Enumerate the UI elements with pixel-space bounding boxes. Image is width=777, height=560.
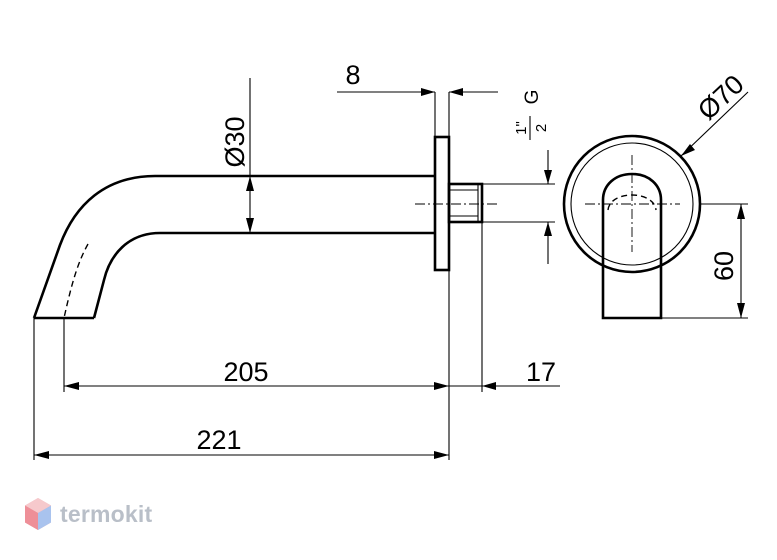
dim-flange-diameter: Ø70 xyxy=(680,69,750,157)
spout-height-label: 60 xyxy=(709,251,739,281)
dim-thread-size: 1" 2 G xyxy=(482,90,555,264)
spout-bend-hidden-line xyxy=(63,243,89,319)
flange-plate xyxy=(433,135,451,272)
watermark-text: termokit xyxy=(60,500,153,527)
dim-total-length: 221 xyxy=(33,318,450,460)
dim-flange-thickness: 8 xyxy=(337,60,498,137)
flange-diameter-label: Ø70 xyxy=(692,69,750,126)
flange-inner-circle xyxy=(570,142,694,266)
thread-fraction-denominator: 2 xyxy=(533,124,550,132)
thread-connector xyxy=(447,182,484,224)
watermark-logo: termokit xyxy=(24,497,152,531)
cube-logo-icon xyxy=(25,498,51,530)
spout-outer-edge xyxy=(32,174,435,319)
thread-length-label: 17 xyxy=(526,357,556,387)
thread-type-label: G xyxy=(522,90,543,105)
spout-front-view xyxy=(562,134,702,320)
spout-side-view xyxy=(32,135,500,320)
thread-fraction-numerator: 1" xyxy=(513,121,530,135)
total-length-label: 221 xyxy=(196,425,241,455)
dim-spout-height: 60 xyxy=(661,203,748,319)
flange-thickness-label: 8 xyxy=(345,60,360,90)
dim-spout-length: 205 xyxy=(63,270,450,392)
spout-length-label: 205 xyxy=(223,357,268,387)
spout-inner-edge xyxy=(92,231,435,319)
dim-spout-diameter: Ø30 xyxy=(220,78,254,233)
dim-thread-length: 17 xyxy=(449,222,560,392)
spout-diameter-label: Ø30 xyxy=(220,116,250,167)
